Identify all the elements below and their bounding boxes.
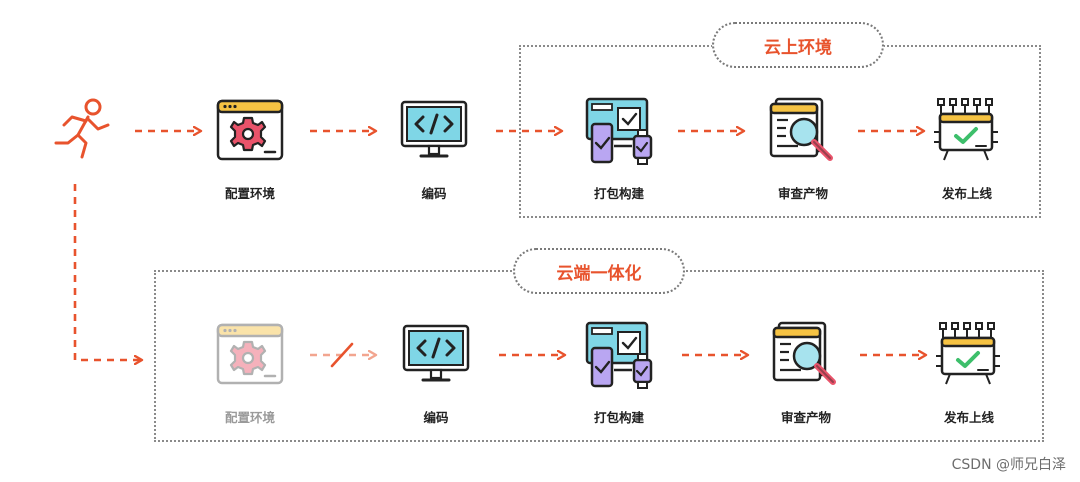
arrow-top-4 bbox=[678, 124, 752, 138]
step-label-build: 打包构建 bbox=[593, 186, 644, 201]
step-label-coding: 编码 bbox=[423, 410, 449, 425]
devices-build-icon bbox=[585, 321, 653, 389]
step-label-build: 打包构建 bbox=[593, 410, 644, 425]
step-label-review: 审查产物 bbox=[780, 410, 831, 425]
step-label-release: 发布上线 bbox=[941, 186, 992, 201]
devices-build-icon bbox=[585, 97, 653, 165]
config-window-gear-icon-disabled bbox=[216, 323, 284, 385]
group-title-cloud-integration-text: 云端一体化 bbox=[556, 263, 642, 284]
runner-connector bbox=[73, 184, 150, 375]
arrow-bottom-skipped bbox=[310, 342, 384, 368]
arrow-top-2 bbox=[310, 124, 384, 138]
group-title-cloud-integration: 云端一体化 bbox=[513, 248, 685, 294]
release-circuit-icon bbox=[936, 322, 1000, 385]
arrow-bottom-2 bbox=[499, 348, 573, 362]
arrow-top-1 bbox=[135, 124, 209, 138]
watermark: CSDN @师兄白泽 bbox=[951, 457, 1066, 473]
arrow-top-3 bbox=[496, 124, 570, 138]
code-monitor-icon bbox=[402, 324, 470, 382]
release-circuit-icon bbox=[934, 98, 998, 161]
arrow-bottom-3 bbox=[682, 348, 756, 362]
arrow-bottom-4 bbox=[860, 348, 934, 362]
review-magnifier-icon bbox=[769, 97, 833, 161]
config-window-gear-icon bbox=[216, 99, 284, 161]
step-label-review: 审查产物 bbox=[777, 186, 828, 201]
runner-icon bbox=[54, 98, 110, 159]
arrow-top-5 bbox=[858, 124, 932, 138]
code-monitor-icon bbox=[400, 100, 468, 158]
group-title-cloud-env: 云上环境 bbox=[712, 22, 884, 68]
group-title-cloud-env-text: 云上环境 bbox=[764, 37, 832, 58]
step-label-release: 发布上线 bbox=[943, 410, 994, 425]
review-magnifier-icon bbox=[772, 321, 836, 385]
step-label-config-disabled: 配置环境 bbox=[224, 410, 275, 425]
step-label-coding: 编码 bbox=[421, 186, 447, 201]
step-label-config: 配置环境 bbox=[224, 186, 275, 201]
